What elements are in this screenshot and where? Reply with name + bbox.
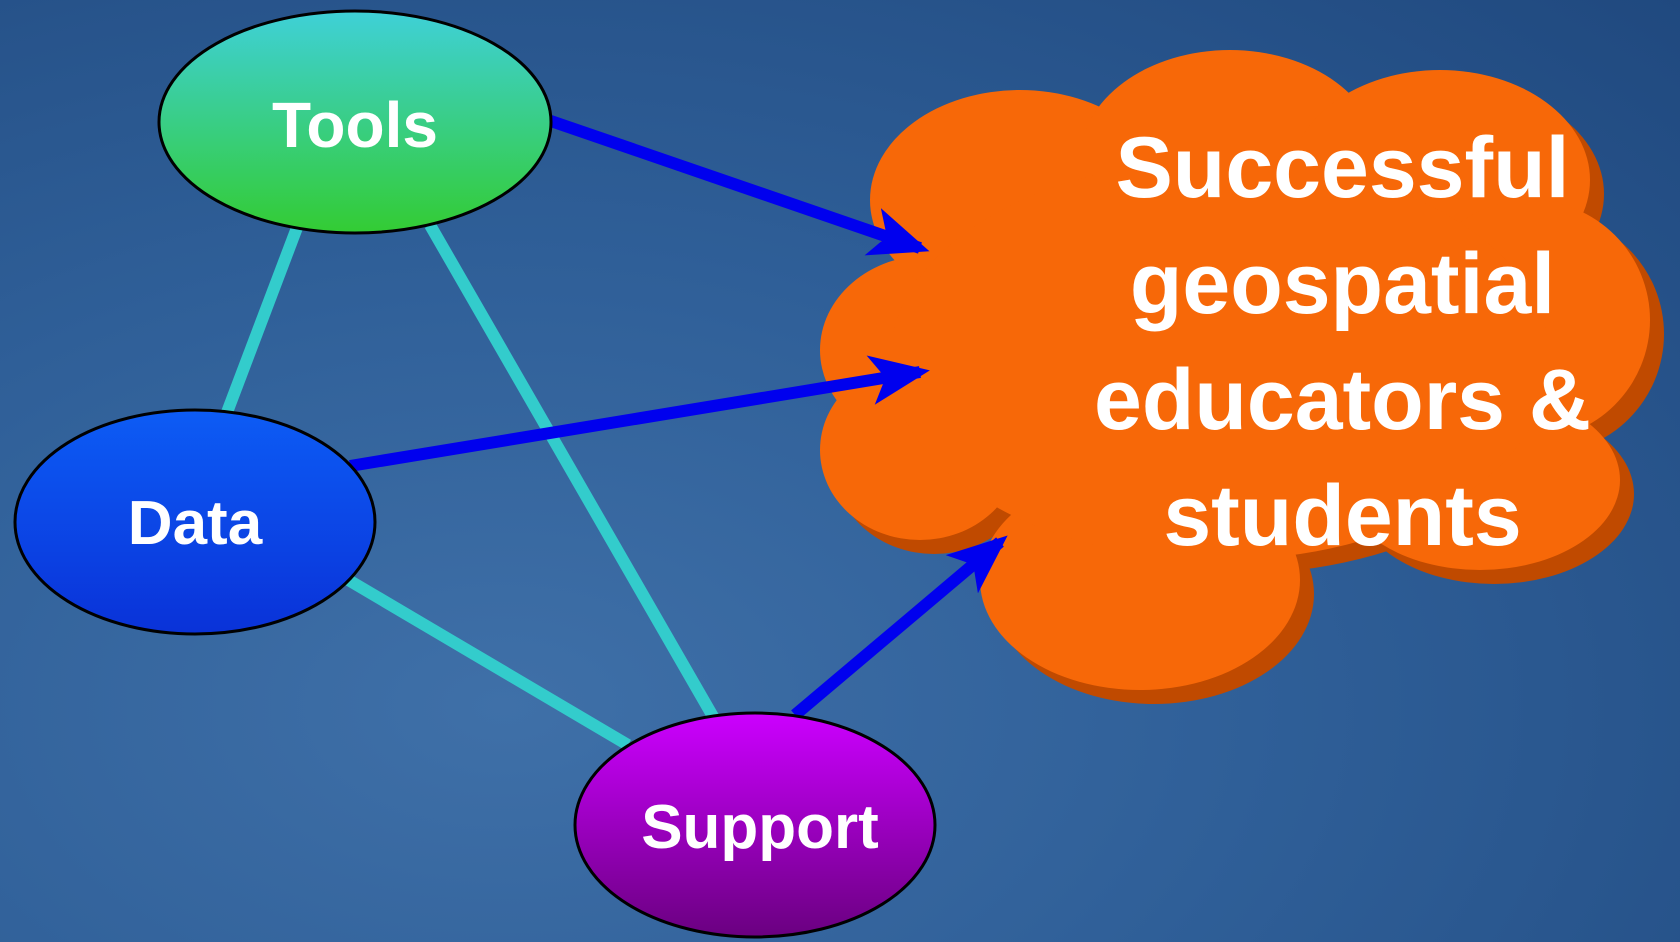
outcome-line: Successful	[1115, 120, 1570, 216]
connector-data-support	[341, 572, 632, 751]
node-data	[13, 408, 377, 636]
node-support	[573, 711, 937, 939]
outcome-text: Successful geospatial educators & studen…	[1035, 110, 1650, 574]
outcome-line: educators &	[1093, 352, 1592, 448]
connector-tools-support	[424, 222, 721, 723]
outcome-cloud	[820, 50, 1664, 704]
node-label-data: Data	[127, 489, 263, 558]
node-label-support: Support	[641, 793, 879, 862]
arrow-support-outcome	[791, 535, 1008, 720]
arrows	[349, 114, 1008, 720]
connector-tools-data	[220, 222, 304, 418]
arrow-data-outcome	[349, 355, 930, 472]
outcome-line: geospatial	[1129, 236, 1556, 332]
node-tools	[157, 9, 553, 235]
outcome-line: students	[1163, 468, 1522, 564]
arrow-tools-outcome	[546, 114, 930, 256]
connector-lines	[220, 222, 721, 751]
node-label-tools: Tools	[272, 89, 438, 161]
cloud-body	[820, 50, 1650, 690]
